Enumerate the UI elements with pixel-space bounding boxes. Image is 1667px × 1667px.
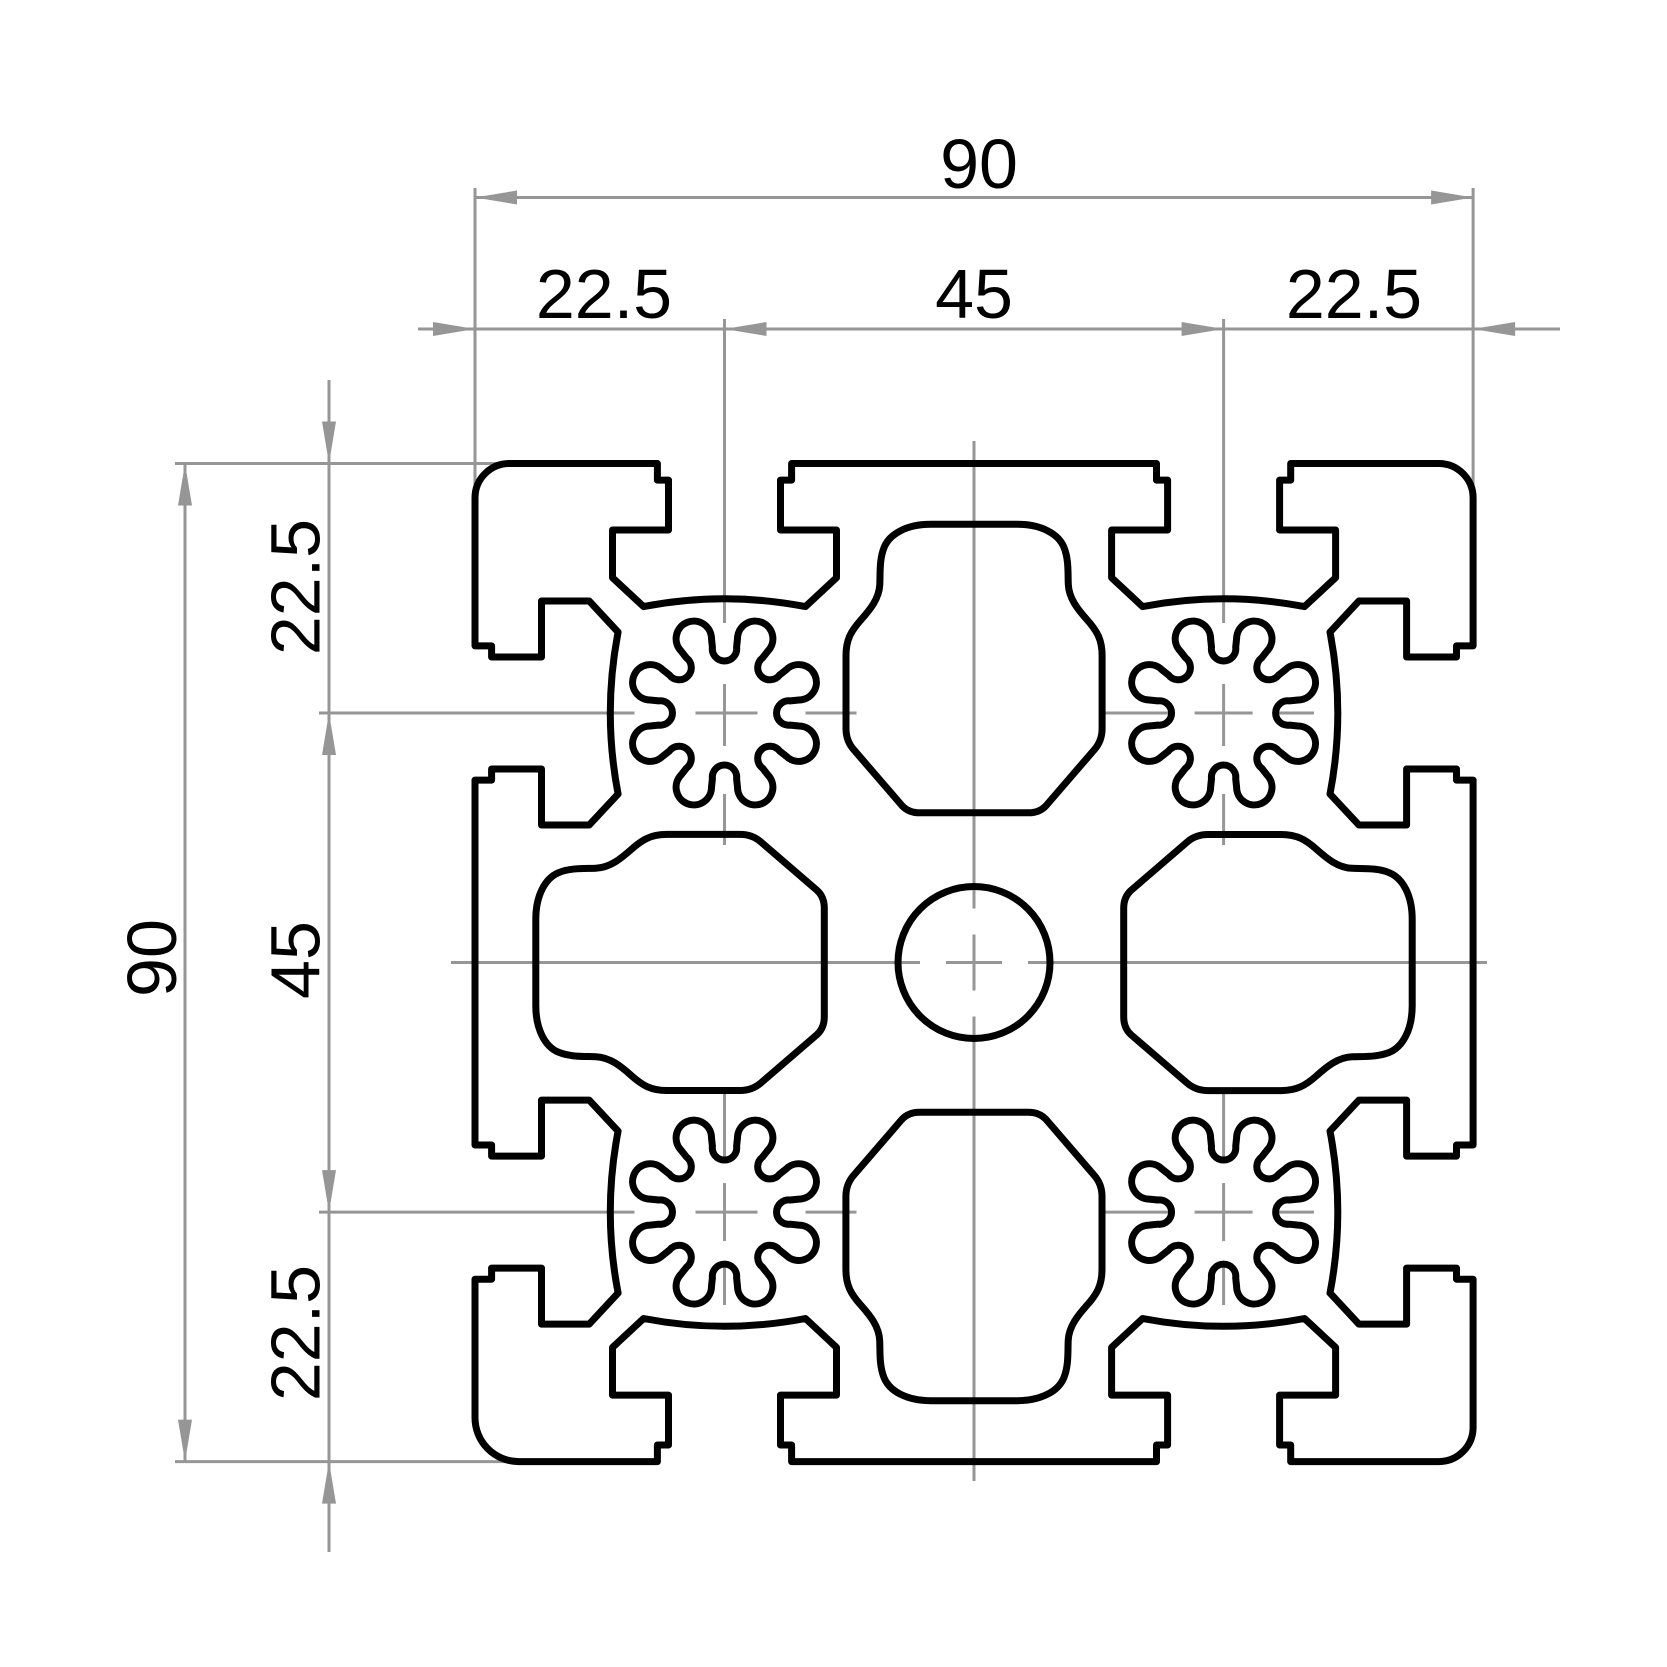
svg-text:22.5: 22.5 [257,519,335,655]
svg-text:22.5: 22.5 [536,255,672,333]
svg-text:22.5: 22.5 [257,1265,335,1401]
svg-text:45: 45 [935,255,1013,333]
svg-text:22.5: 22.5 [1286,255,1422,333]
svg-text:45: 45 [257,921,335,999]
svg-text:90: 90 [113,919,191,997]
svg-text:90: 90 [940,125,1018,203]
